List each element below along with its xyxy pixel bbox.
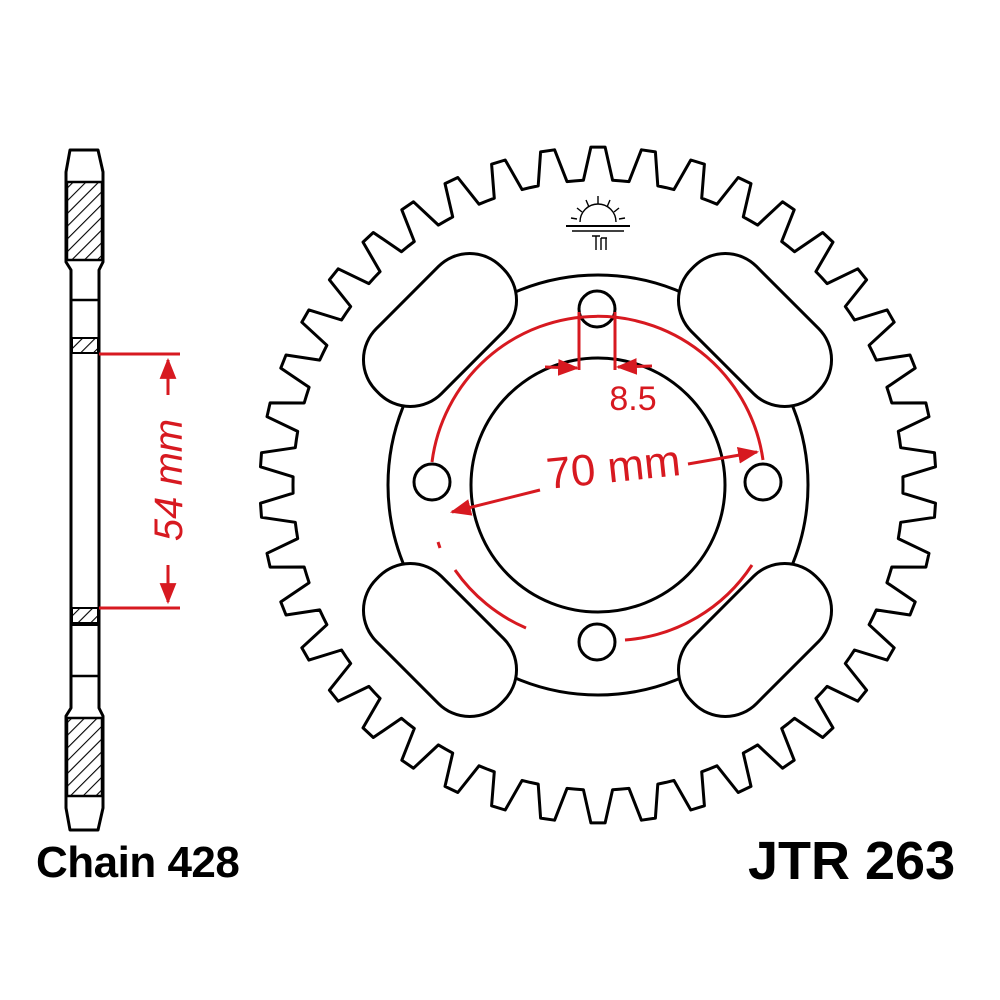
slot-bottom-left (361, 561, 519, 719)
part-number-label: JTR 263 (748, 831, 956, 891)
bolt-hole-right (743, 462, 783, 502)
hub-ring-outer (386, 273, 810, 697)
center-bore (469, 356, 727, 614)
bolt-circle-arc-lower (453, 569, 527, 630)
bolt-circle-arc-bottom (624, 564, 754, 642)
hatch-hub-bottom (71, 607, 99, 624)
lightening-slots (361, 251, 834, 719)
bolt-circle-dimension (430, 314, 765, 642)
bolt-hole-dimension (544, 312, 653, 376)
hatch-hub-top (71, 337, 99, 354)
slot-top-right (676, 251, 834, 409)
hub-height-label: 54 mm (147, 419, 191, 541)
side-profile-view (64, 148, 105, 832)
slot-bottom-right (676, 561, 834, 719)
bolt-hole-label: 8.5 (609, 380, 656, 418)
bolt-circle-arc-upper (430, 314, 765, 463)
hatch-top (65, 180, 104, 262)
sprocket-front-view: 70 mm 8.5 (259, 145, 937, 825)
bolt-hole-top (577, 289, 617, 329)
slot-top-left (361, 251, 519, 409)
chain-size-label: Chain 428 (36, 838, 240, 887)
jt-sunrise-logo-icon (566, 196, 630, 250)
bolt-hole-left (412, 462, 452, 502)
hub-height-dimension: 54 mm (99, 352, 191, 610)
hatch-bottom (65, 716, 104, 798)
bolt-hole-bottom (577, 622, 617, 662)
